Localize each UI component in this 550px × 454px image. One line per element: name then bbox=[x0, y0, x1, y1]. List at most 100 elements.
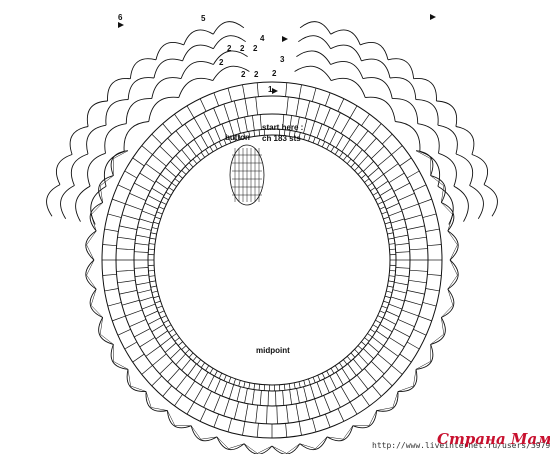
right-fan-row-1 bbox=[331, 77, 366, 98]
stitch-outer bbox=[223, 398, 230, 417]
row-number-left-2: 2 bbox=[272, 69, 277, 78]
right-fan-row-3 bbox=[361, 58, 391, 79]
chain-loop bbox=[415, 150, 431, 176]
stitch-inner bbox=[379, 310, 386, 314]
stitch-middle bbox=[392, 289, 407, 294]
stitch-inner bbox=[160, 201, 167, 205]
stitch-inner bbox=[387, 232, 394, 235]
stitch-outer bbox=[397, 192, 415, 201]
stitch-edge bbox=[213, 92, 219, 107]
stitch-inner bbox=[343, 359, 348, 365]
stitch-middle bbox=[352, 358, 363, 371]
stitch-outer bbox=[203, 391, 212, 408]
right-fan-row-1 bbox=[437, 186, 454, 225]
stitch-outer bbox=[152, 154, 167, 167]
shell-scallop bbox=[430, 317, 446, 345]
stitch-inner bbox=[153, 221, 160, 225]
stitch-edge bbox=[107, 213, 122, 218]
stitch-middle bbox=[341, 367, 351, 381]
stitch-inner bbox=[154, 300, 161, 304]
stitch-outer bbox=[129, 319, 147, 328]
shell-scallop bbox=[415, 344, 434, 370]
stitch-middle bbox=[367, 342, 380, 353]
stitch-outer bbox=[117, 236, 136, 241]
stitch-edge bbox=[102, 244, 117, 247]
left-fan-row-2 bbox=[125, 98, 152, 124]
chain-loop bbox=[113, 344, 129, 370]
left-fan-row-4 bbox=[69, 126, 89, 155]
stitch-inner bbox=[205, 365, 210, 371]
stitch-inner bbox=[148, 275, 155, 277]
stitch-middle bbox=[329, 375, 337, 390]
stitch-middle bbox=[395, 267, 410, 269]
stitch-inner bbox=[258, 384, 261, 391]
stitch-middle bbox=[229, 121, 235, 136]
stitch-inner bbox=[326, 143, 330, 150]
stitch-edge bbox=[242, 421, 246, 436]
right-fan-row-4 bbox=[299, 21, 332, 35]
right-fan-row-1 bbox=[419, 151, 441, 187]
stitch-edge bbox=[151, 133, 162, 145]
stitch-edge bbox=[112, 315, 126, 322]
stitch-edge bbox=[285, 82, 288, 97]
stitch-outer bbox=[159, 361, 173, 375]
shell-scallop bbox=[430, 175, 446, 203]
stitch-edge bbox=[213, 413, 219, 428]
chain-loop bbox=[441, 289, 454, 318]
stitch-inner bbox=[388, 280, 395, 283]
shell-scallop bbox=[145, 391, 168, 412]
stitch-middle bbox=[144, 310, 158, 318]
stitch-middle bbox=[187, 363, 197, 376]
stitch-inner bbox=[153, 295, 160, 299]
stitch-middle bbox=[160, 336, 172, 347]
stitch-middle bbox=[383, 195, 397, 203]
left-fan-row-3 bbox=[153, 58, 183, 79]
stitch-inner bbox=[384, 295, 391, 299]
stitch-middle bbox=[147, 195, 161, 203]
stitch-inner bbox=[389, 275, 396, 277]
stitch-inner bbox=[214, 370, 218, 377]
left-fan-row-3 bbox=[60, 185, 75, 220]
right-fan-row-2 bbox=[453, 185, 469, 222]
stitch-edge bbox=[406, 341, 420, 350]
stitch-inner bbox=[253, 383, 256, 390]
stitch-middle bbox=[323, 379, 330, 393]
stitch-outer bbox=[388, 337, 405, 348]
stitch-outer bbox=[125, 309, 143, 317]
stitch-inner bbox=[174, 337, 180, 342]
stitch-inner bbox=[312, 137, 316, 143]
stitch-middle bbox=[244, 116, 248, 132]
stitch-edge bbox=[413, 328, 427, 336]
left-fan-row-3 bbox=[213, 35, 246, 49]
stitch-outer bbox=[340, 386, 351, 403]
button-outline bbox=[229, 144, 265, 206]
stitch-middle bbox=[386, 310, 400, 318]
right-fan-row-3 bbox=[455, 153, 474, 186]
left-fan-row-4 bbox=[155, 42, 184, 60]
row-number-two-f: 2 bbox=[219, 58, 224, 67]
stitch-edge bbox=[242, 84, 246, 99]
stitch-inner bbox=[377, 201, 384, 205]
stitch-inner bbox=[288, 130, 291, 137]
left-fan-row-4 bbox=[183, 29, 214, 46]
stitch-edge bbox=[107, 302, 122, 307]
stitch-middle bbox=[135, 234, 150, 239]
stitch-middle bbox=[372, 336, 384, 347]
row-number-two-c: 2 bbox=[253, 44, 258, 53]
stitch-middle bbox=[372, 173, 384, 184]
stitch-inner bbox=[298, 132, 301, 139]
stitch-middle bbox=[309, 121, 315, 136]
stitch-inner bbox=[163, 319, 169, 324]
stitch-middle bbox=[379, 324, 393, 333]
stitch-outer bbox=[286, 96, 289, 115]
stitch-middle bbox=[141, 303, 156, 310]
stitch-middle bbox=[147, 317, 161, 325]
stitch-middle bbox=[282, 390, 285, 406]
stitch-outer bbox=[383, 345, 399, 357]
start-marker-4 bbox=[430, 14, 436, 20]
left-fan-row-1 bbox=[103, 151, 125, 187]
left-fan-row-4 bbox=[46, 184, 61, 217]
right-fan-row-4 bbox=[436, 100, 458, 127]
shell-scallop bbox=[89, 288, 103, 318]
stitch-middle bbox=[160, 173, 172, 184]
